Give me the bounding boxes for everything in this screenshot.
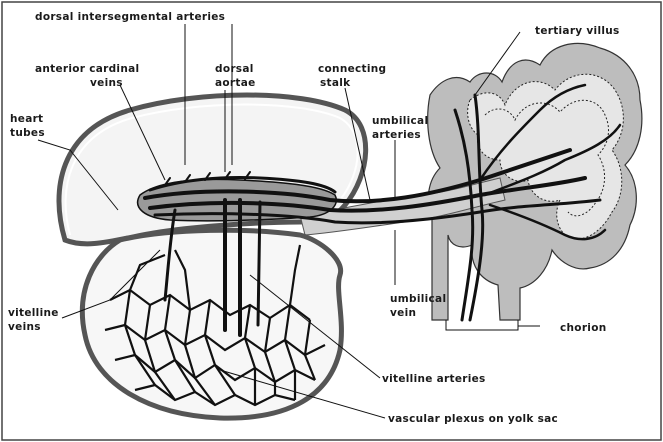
label-dorsal-aortae-line2: aortae [215, 77, 256, 89]
label-vitelline-arteries: vitelline arteries [382, 373, 486, 385]
label-umbilical-vein-line2: vein [390, 307, 416, 319]
label-connecting-stalk-line2: stalk [320, 77, 351, 89]
label-vitelline-veins-line2: veins [8, 321, 41, 333]
label-vascular-plexus-on-yolk-sac: vascular plexus on yolk sac [388, 413, 558, 425]
label-umbilical-arteries-line2: arteries [372, 129, 421, 141]
yolk-sac [82, 230, 341, 418]
label-dorsal-aortae-line1: dorsal [215, 63, 254, 75]
label-vitelline-veins-line1: vitelline [8, 307, 59, 319]
label-umbilical-arteries-line1: umbilical [372, 115, 428, 127]
label-anterior-cardinal-veins-line2: veins [90, 77, 123, 89]
label-umbilical-vein-line1: umbilical [390, 293, 446, 305]
label-chorion: chorion [560, 322, 606, 334]
label-dorsal-intersegmental-arteries: dorsal intersegmental arteries [35, 11, 225, 23]
label-heart-tubes-line2: tubes [10, 127, 45, 139]
label-heart-tubes-line1: heart [10, 113, 43, 125]
label-connecting-stalk-line1: connecting [318, 63, 386, 75]
tertiary-villus-shape [428, 43, 642, 320]
label-tertiary-villus: tertiary villus [535, 25, 620, 37]
label-anterior-cardinal-veins-line1: anterior cardinal [35, 63, 139, 75]
